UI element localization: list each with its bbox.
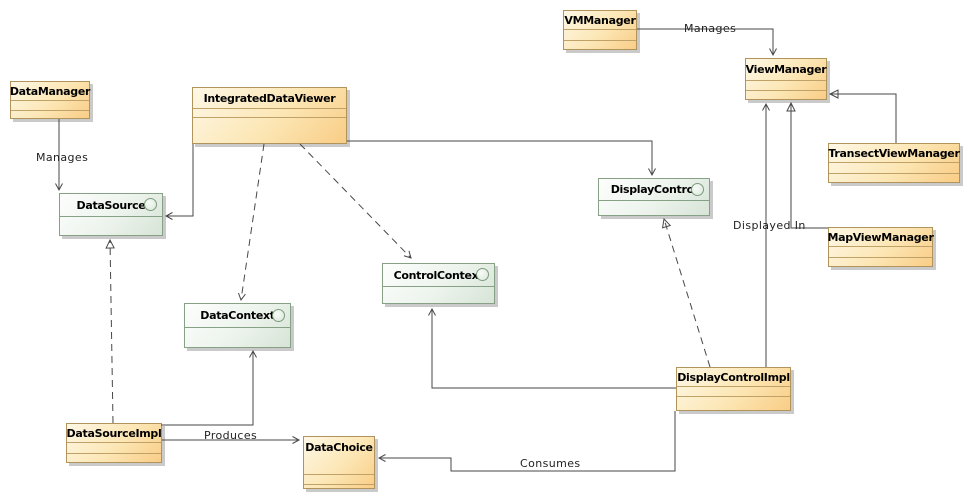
operations-compartment xyxy=(67,453,161,462)
class-name: DisplayControl xyxy=(610,183,698,196)
interface-datasource[interactable]: DataSource xyxy=(59,193,163,236)
edge-idv-controlcontext xyxy=(299,143,412,259)
attributes-compartment xyxy=(67,442,161,453)
operations-compartment xyxy=(829,173,959,182)
attributes-compartment xyxy=(564,29,636,40)
attributes-compartment xyxy=(11,100,89,110)
operations-compartment xyxy=(304,484,374,488)
class-integrateddataviewer[interactable]: IntegratedDataViewer xyxy=(192,87,347,144)
operations-compartment xyxy=(11,110,89,118)
class-name: DataSourceImpl xyxy=(66,426,162,440)
operations-compartment xyxy=(564,40,636,49)
operations-compartment xyxy=(746,90,826,99)
attributes-compartment xyxy=(304,474,374,484)
attributes-compartment xyxy=(677,386,790,396)
interface-displaycontrol[interactable]: DisplayControl xyxy=(598,178,710,216)
attributes-compartment xyxy=(829,162,959,173)
class-name: DataManager xyxy=(9,84,91,98)
class-transectviewmanager[interactable]: TransectViewManager xyxy=(828,143,960,183)
class-name: DataSource xyxy=(76,198,146,212)
class-displaycontrolimpl[interactable]: DisplayControlImpl xyxy=(676,367,791,411)
interface-icon xyxy=(691,182,704,196)
edge-label-manages-data: Manages xyxy=(36,151,89,164)
operations-compartment xyxy=(383,286,494,303)
edge-displaycontrolimpl-controlcontext xyxy=(428,307,676,389)
operations-compartment xyxy=(829,257,932,266)
class-name: TransectViewManager xyxy=(828,146,960,160)
interface-controlcontext[interactable]: ControlContext xyxy=(382,263,495,304)
operations-compartment xyxy=(677,396,790,410)
edge-mapviewmanager-viewmanager xyxy=(786,101,828,229)
class-name: ViewManager xyxy=(745,63,827,76)
class-name: DataContext xyxy=(200,309,275,322)
attributes-compartment xyxy=(193,108,346,117)
interface-icon xyxy=(144,198,157,211)
interface-icon xyxy=(272,308,285,322)
interface-icon xyxy=(476,268,489,281)
edge-label-displayed-in: Displayed In xyxy=(733,219,806,232)
class-mapviewmanager[interactable]: MapViewManager xyxy=(827,227,934,267)
class-datamanager[interactable]: DataManager xyxy=(10,81,90,119)
class-name: DisplayControlImpl xyxy=(677,370,790,384)
class-name: VMManager xyxy=(564,13,636,27)
class-datasourceimpl[interactable]: DataSourceImpl xyxy=(66,423,162,463)
attributes-compartment xyxy=(746,80,826,90)
edge-idv-datacontext xyxy=(238,143,265,302)
class-vmmanager[interactable]: VMManager xyxy=(563,10,637,50)
operations-compartment xyxy=(599,200,709,215)
class-datachoice[interactable]: DataChoice xyxy=(303,436,375,489)
attributes-compartment xyxy=(829,246,932,257)
edge-label-manages-view: Manages xyxy=(684,22,737,35)
edge-datasourceimpl-datasource xyxy=(105,238,115,424)
class-name: DataChoice xyxy=(305,441,373,454)
edge-idv-datasource xyxy=(164,144,194,220)
operations-compartment xyxy=(60,216,162,235)
edge-idv-displaycontrol xyxy=(347,140,656,177)
operations-compartment xyxy=(185,327,290,347)
class-name: ControlContext xyxy=(393,268,484,282)
edge-label-produces: Produces xyxy=(204,429,258,442)
class-name: IntegratedDataViewer xyxy=(203,91,336,105)
edge-label-consumes: Consumes xyxy=(520,457,581,470)
edge-datasourceimpl-datacontext xyxy=(161,349,257,426)
edge-displaycontrolimpl-displaycontrol xyxy=(661,217,711,368)
operations-compartment xyxy=(193,117,346,143)
edge-transectviewmanager-viewmanager xyxy=(828,89,897,143)
interface-datacontext[interactable]: DataContext xyxy=(184,303,291,348)
class-name: MapViewManager xyxy=(827,230,934,244)
class-viewmanager[interactable]: ViewManager xyxy=(745,58,827,100)
